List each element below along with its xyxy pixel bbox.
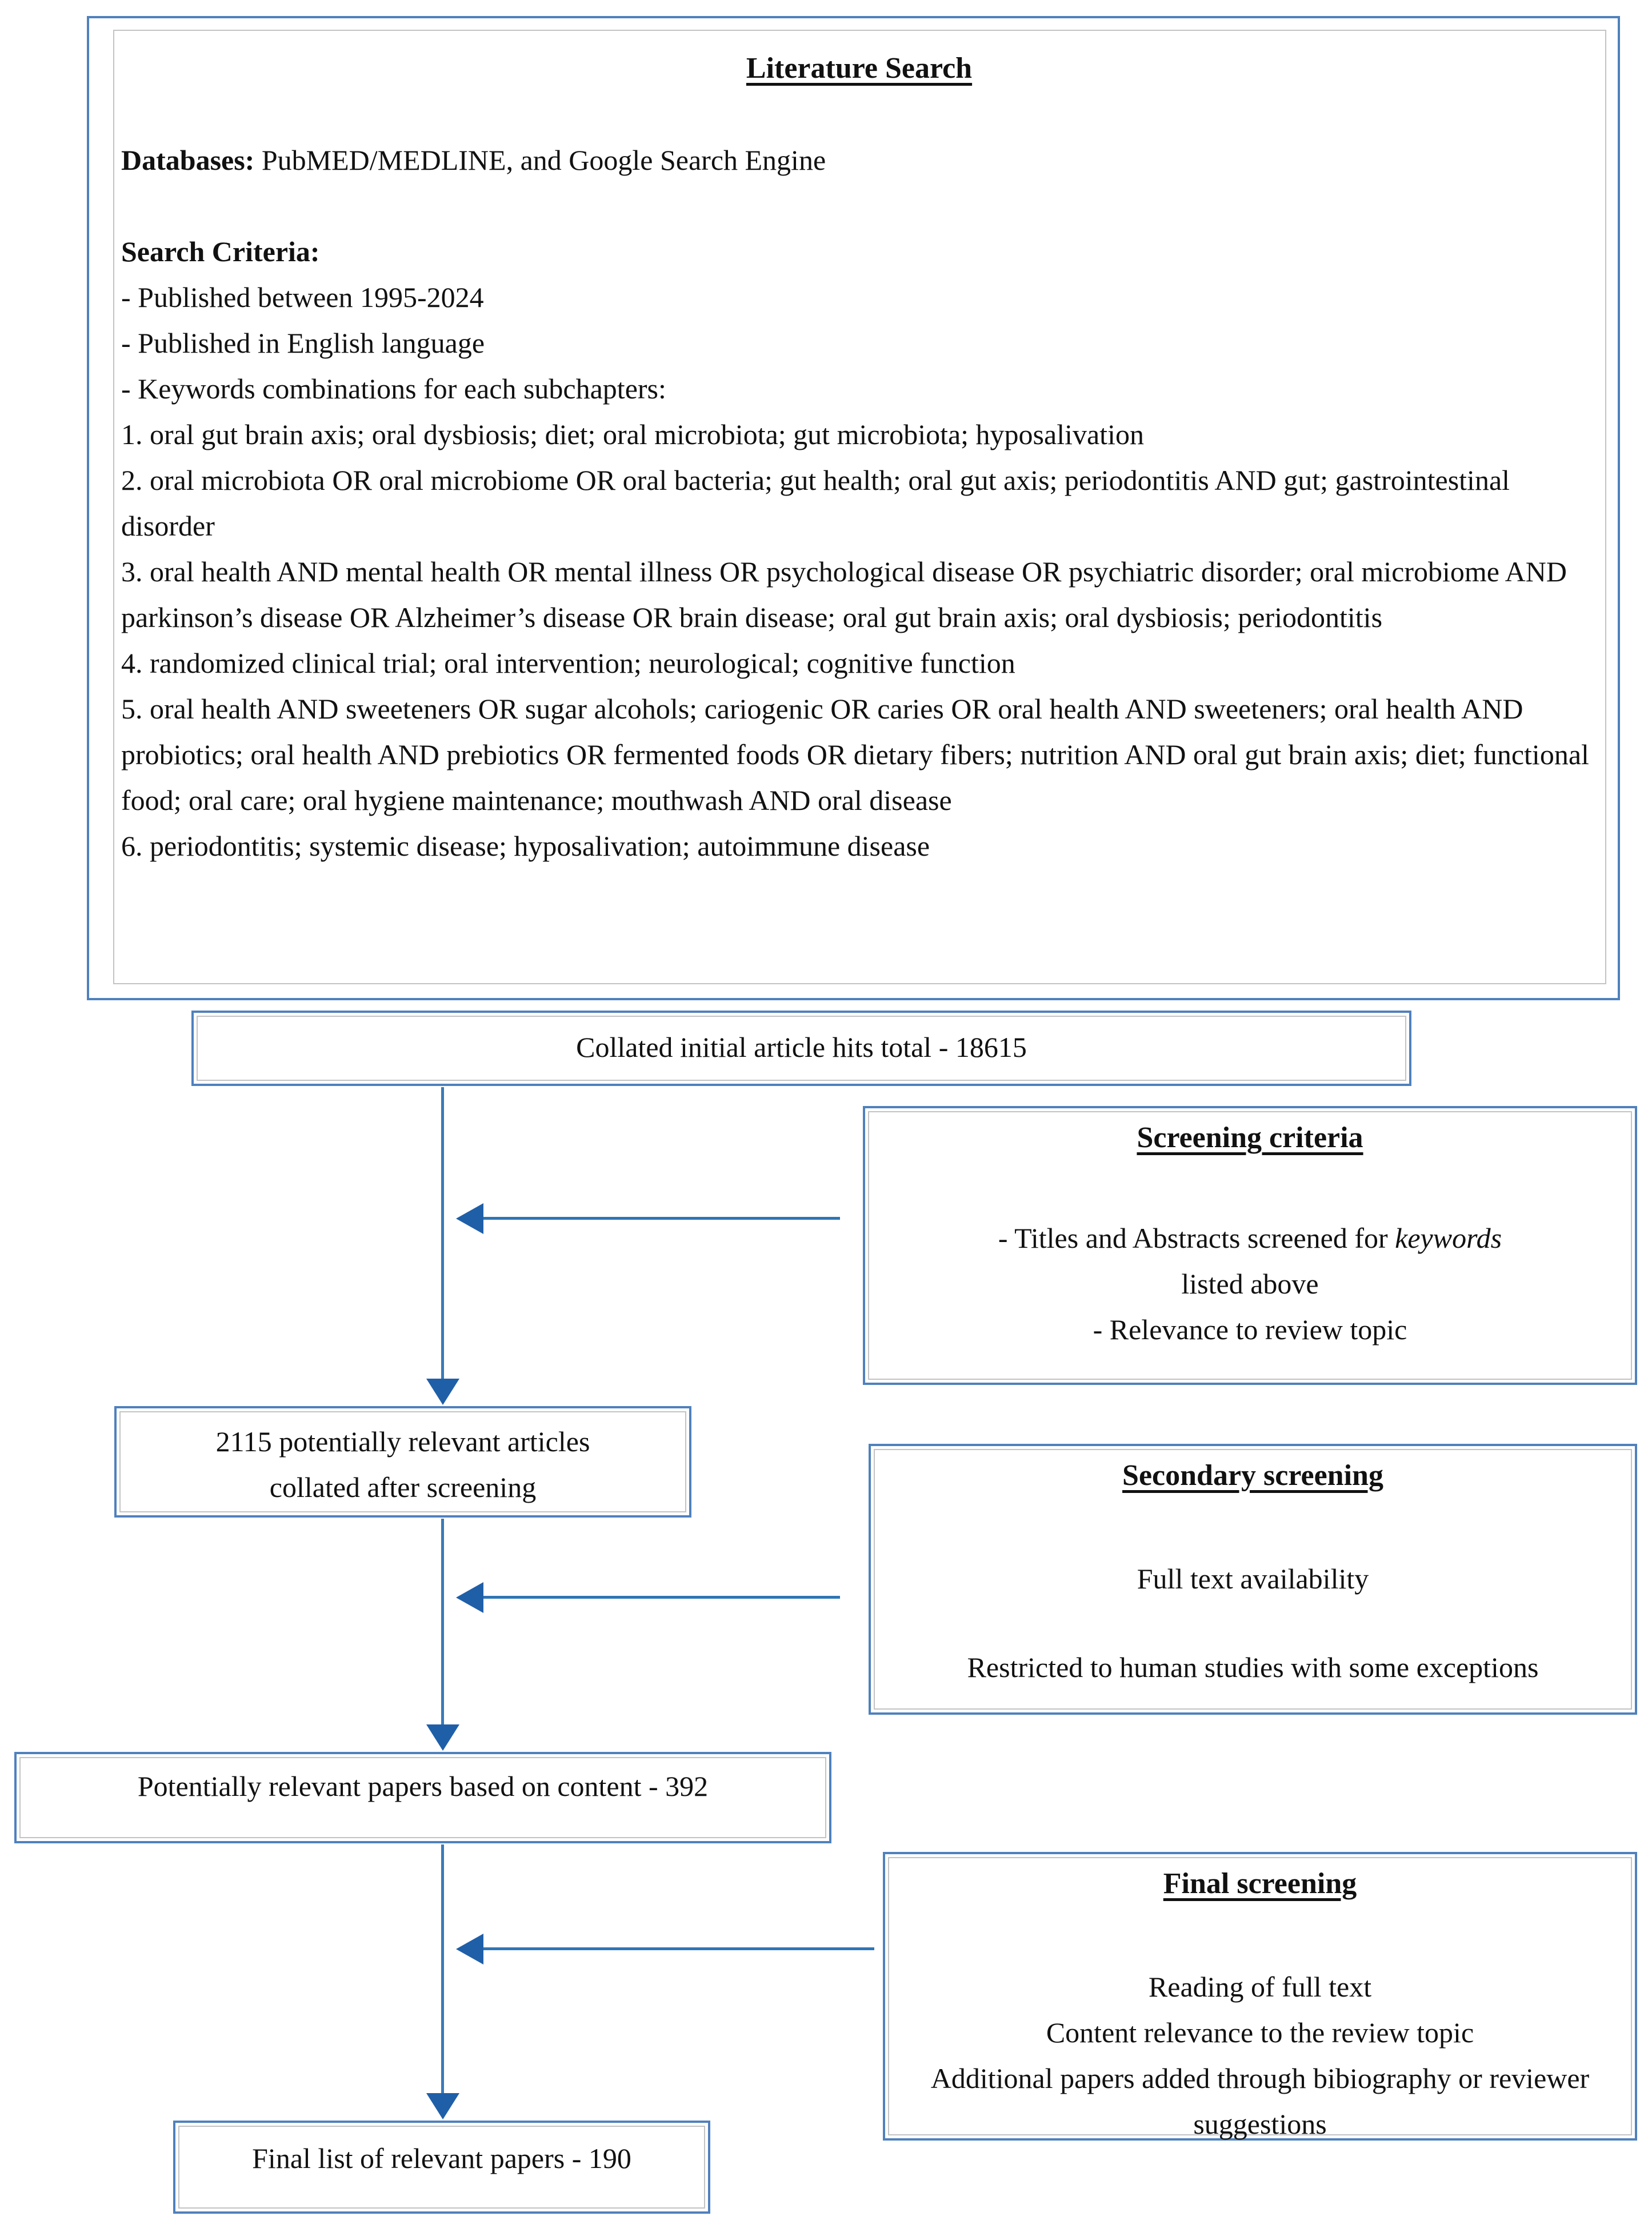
relevant-2115-line2: collated after screening: [269, 1471, 537, 1503]
secondary-screening-line1: Full text availability: [1137, 1563, 1369, 1595]
arrow-left-icon: [456, 1203, 483, 1234]
final-screening-line: Content relevance to the review topic: [1046, 2017, 1474, 2049]
screening-criteria-line2: listed above: [1181, 1268, 1319, 1300]
relevant-2115-inner-frame: [119, 1411, 686, 1512]
screening-criteria-inner-frame: [868, 1111, 1632, 1380]
final-screening-title: Final screening: [1163, 1867, 1357, 1900]
screening-criteria-title: Screening criteria: [1137, 1121, 1363, 1154]
criteria-line: 4. randomized clinical trial; oral inter…: [121, 647, 1015, 679]
criteria-line: 1. oral gut brain axis; oral dysbiosis; …: [121, 418, 1144, 450]
arrow-left-icon: [456, 1934, 483, 1965]
relevant-2115-box: 2115 potentially relevant articles colla…: [114, 1406, 691, 1518]
secondary-screening-box: Secondary screening Full text availabili…: [869, 1444, 1637, 1715]
collated-hits-inner-frame: [197, 1016, 1406, 1081]
criteria-line: 3. oral health AND mental health OR ment…: [121, 556, 1567, 633]
screening-criteria-line1: - Titles and Abstracts screened for keyw…: [865, 1215, 1635, 1261]
relevant-392-text: Potentially relevant papers based on con…: [137, 1770, 709, 1802]
relevant-392-inner-frame: [19, 1757, 826, 1838]
literature-search-title: Literature Search: [746, 52, 973, 85]
final-screening-line: Additional papers added through bibiogra…: [930, 2062, 1590, 2140]
final-list-inner-frame: [178, 2126, 705, 2209]
literature-search-inner-frame: Literature Search Databases: PubMED/MEDL…: [113, 30, 1606, 984]
criteria-line: 6. periodontitis; systemic disease; hypo…: [121, 830, 930, 862]
screening-criteria-keywords: keywords: [1395, 1222, 1502, 1254]
secondary-screening-inner-frame: [874, 1449, 1632, 1710]
criteria-line: - Published between 1995-2024: [121, 281, 484, 313]
final-screening-box: Final screening Reading of full text Con…: [883, 1852, 1637, 2141]
final-screening-line: Reading of full text: [1148, 1971, 1372, 2003]
screening-criteria-box: Screening criteria - Titles and Abstract…: [863, 1106, 1637, 1385]
secondary-screening-line2: Restricted to human studies with some ex…: [967, 1651, 1539, 1683]
secondary-screening-title: Secondary screening: [1122, 1459, 1383, 1492]
arrow-left-icon: [456, 1582, 483, 1613]
literature-search-box: Literature Search Databases: PubMED/MEDL…: [87, 16, 1620, 1000]
search-criteria-label: Search Criteria:: [121, 235, 320, 267]
final-list-text: Final list of relevant papers - 190: [252, 2142, 631, 2174]
collated-hits-box: Collated initial article hits total - 18…: [191, 1011, 1411, 1086]
arrow-down-icon: [426, 2093, 459, 2119]
relevant-392-box: Potentially relevant papers based on con…: [14, 1752, 831, 1843]
screening-criteria-line3: - Relevance to review topic: [1093, 1313, 1407, 1345]
databases-label: Databases:: [121, 144, 255, 176]
relevant-2115-line1: 2115 potentially relevant articles: [215, 1426, 590, 1458]
criteria-line: - Keywords combinations for each subchap…: [121, 373, 666, 405]
criteria-line: - Published in English language: [121, 327, 485, 359]
flow-line-down-1: [441, 1087, 444, 1380]
flow-line-down-2: [441, 1519, 444, 1726]
secondary-connector-line: [483, 1596, 840, 1599]
collated-hits-text: Collated initial article hits total - 18…: [576, 1031, 1027, 1063]
databases-line: Databases: PubMED/MEDLINE, and Google Se…: [121, 137, 1597, 183]
databases-value: PubMED/MEDLINE, and Google Search Engine: [254, 144, 826, 176]
criteria-line: 2. oral microbiota OR oral microbiome OR…: [121, 464, 1510, 542]
arrow-down-icon: [426, 1379, 459, 1405]
arrow-down-icon: [426, 1724, 459, 1751]
flow-line-down-3: [441, 1844, 444, 2094]
screening-connector-line: [483, 1217, 840, 1220]
criteria-line: 5. oral health AND sweeteners OR sugar a…: [121, 693, 1589, 816]
spacer: [121, 183, 1597, 229]
screening-criteria-line1-text: - Titles and Abstracts screened for: [998, 1222, 1395, 1254]
final-connector-line: [483, 1947, 874, 1950]
final-screening-inner-frame: [888, 1857, 1632, 2135]
final-list-box: Final list of relevant papers - 190: [173, 2121, 710, 2214]
